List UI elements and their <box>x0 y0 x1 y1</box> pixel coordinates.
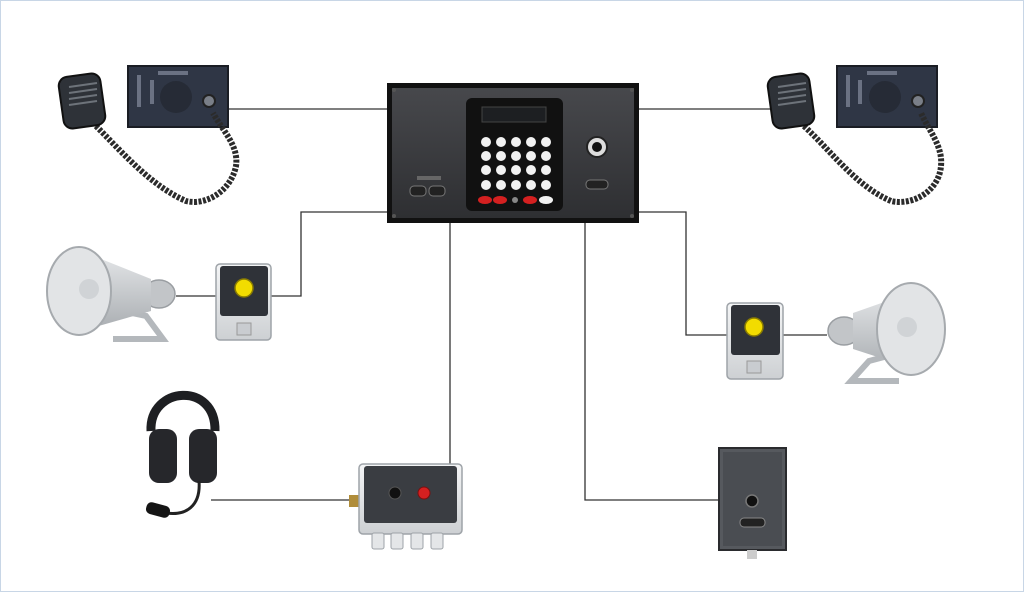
push-button-icon <box>234 278 254 298</box>
mic-cord-right <box>801 111 945 205</box>
link-panel-button-right <box>637 211 727 336</box>
mic-station-right <box>766 65 945 205</box>
horn-speaker-right <box>827 282 946 384</box>
microphone-icon <box>766 72 816 130</box>
link-panel-wall-intercom <box>584 223 721 501</box>
mic-cord-left <box>93 111 240 205</box>
central-panel <box>387 83 639 223</box>
push-button-icon <box>744 317 764 337</box>
wall-intercom <box>718 447 787 559</box>
connection-lines <box>176 108 827 501</box>
mic-station-left <box>57 65 240 205</box>
link-panel-button-left <box>271 211 389 297</box>
control-box <box>349 463 463 550</box>
headset-icon <box>149 429 177 483</box>
call-button-right <box>726 302 784 380</box>
horn-speaker-icon <box>46 246 112 336</box>
microphone-icon <box>57 72 107 130</box>
call-button-left <box>215 263 272 341</box>
keypad-function-keys <box>478 196 553 204</box>
headset <box>145 390 220 518</box>
horn-speaker-left <box>46 246 176 342</box>
keypad-keys <box>481 137 551 190</box>
